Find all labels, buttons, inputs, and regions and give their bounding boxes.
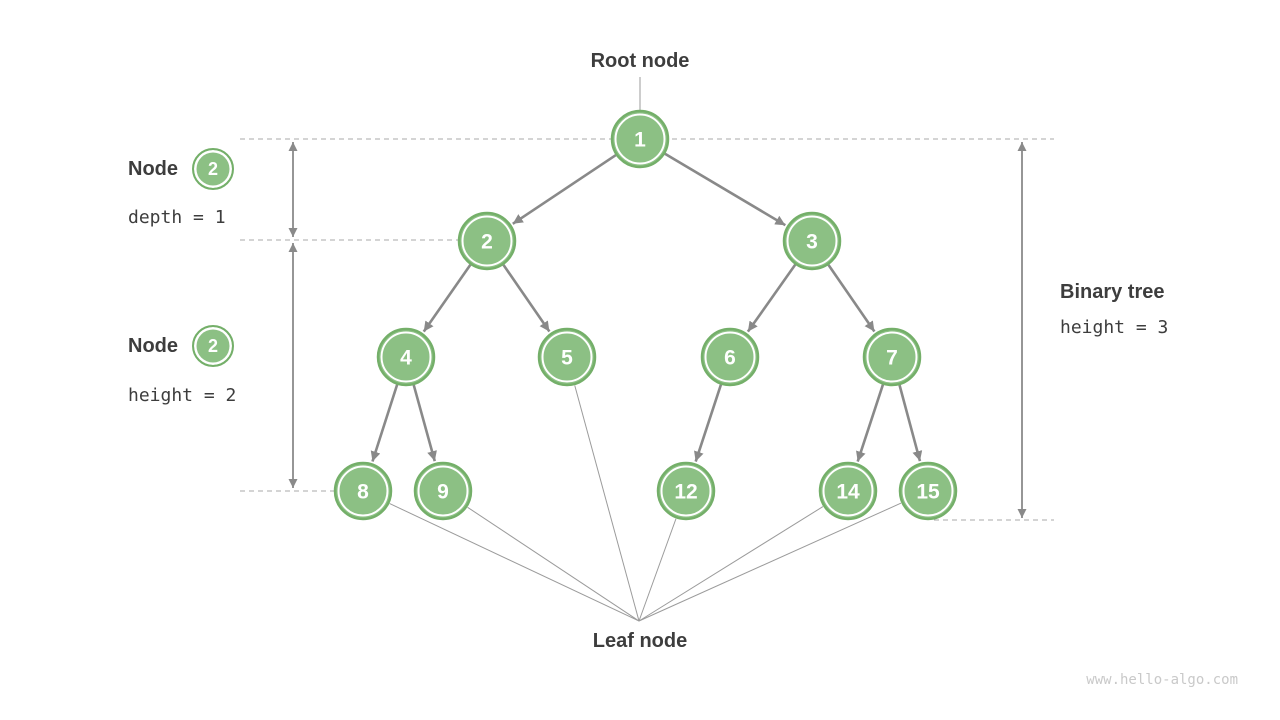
tree-node-value: 5 — [561, 347, 573, 370]
tree-edge — [746, 263, 797, 333]
leaf-fan-line — [574, 385, 640, 622]
tree-node-value: 8 — [357, 481, 369, 504]
tree-node-ring — [614, 113, 666, 165]
leaf-fan-line — [638, 506, 824, 622]
tree-node-ring — [704, 331, 756, 383]
tree-node-circle — [898, 461, 958, 521]
tree-node-circle — [656, 461, 716, 521]
tree-node-circle — [413, 461, 473, 521]
tree-node-ring — [822, 465, 874, 517]
tree-node-9: 9 — [413, 461, 473, 521]
tree-edge — [412, 384, 437, 462]
tree-node-ring — [417, 465, 469, 517]
tree-edge — [827, 264, 876, 333]
tree-edge — [694, 384, 723, 462]
leaf-fan-lines — [389, 385, 902, 622]
tree-node-value: 4 — [400, 347, 412, 370]
tree-node-circle — [782, 211, 842, 271]
tree-node-ring — [461, 215, 513, 267]
leaf-fan-line — [389, 503, 640, 622]
tree-node-ring — [337, 465, 389, 517]
tree-node-15: 15 — [898, 461, 958, 521]
tree-node-ring — [786, 215, 838, 267]
tree-node-value: 7 — [886, 347, 898, 370]
tree-node-5: 5 — [537, 327, 597, 387]
tree-node-circle — [376, 327, 436, 387]
node-depth-badge: 2 — [192, 148, 234, 190]
tree-node-circle — [333, 461, 393, 521]
tree-edge — [664, 152, 786, 227]
root-node-label: Root node — [590, 50, 690, 72]
node-height-title: Node — [128, 334, 178, 357]
tree-node-2: 2 — [457, 211, 517, 271]
tree-node-ring — [902, 465, 954, 517]
tree-edge — [512, 154, 617, 225]
leaf-fan-line — [638, 518, 677, 622]
leaf-node-label: Leaf node — [592, 630, 688, 652]
tree-node-ring — [541, 331, 593, 383]
tree-node-8: 8 — [333, 461, 393, 521]
tree-node-value: 12 — [674, 481, 697, 504]
tree-edge — [370, 384, 399, 462]
measure-arrows — [288, 142, 1027, 518]
binary-tree-title: Binary tree — [1060, 281, 1165, 303]
leaf-fan-line — [467, 506, 640, 622]
tree-edge — [422, 264, 472, 333]
tree-node-3: 3 — [782, 211, 842, 271]
tree-node-4: 4 — [376, 327, 436, 387]
tree-node-circle — [700, 327, 760, 387]
tree-node-circle — [537, 327, 597, 387]
node-height-annotation: Node 2 — [128, 325, 234, 367]
node-depth-title: Node — [128, 157, 178, 180]
node-height-formula: height = 2 — [128, 385, 237, 406]
tree-node-circle — [818, 461, 878, 521]
tree-node-ring — [866, 331, 918, 383]
tree-node-circle — [862, 327, 922, 387]
binary-tree-formula: height = 3 — [1060, 317, 1169, 338]
watermark: www.hello-algo.com — [1086, 672, 1238, 688]
tree-node-6: 6 — [700, 327, 760, 387]
tree-edge — [898, 384, 923, 462]
tree-node-value: 15 — [916, 481, 940, 504]
node-depth-formula: depth = 1 — [128, 207, 226, 228]
tree-node-circle — [610, 109, 670, 169]
tree-edges — [370, 152, 923, 462]
tree-node-14: 14 — [818, 461, 878, 521]
tree-node-1: 1 — [610, 109, 670, 169]
tree-node-value: 1 — [634, 129, 646, 152]
tree-node-value: 14 — [836, 481, 860, 504]
tree-node-value: 2 — [481, 231, 493, 254]
tree-edge — [856, 384, 885, 462]
node-depth-annotation: Node 2 — [128, 148, 234, 190]
tree-node-ring — [380, 331, 432, 383]
leaf-fan-line — [638, 502, 902, 622]
tree-node-value: 3 — [806, 231, 818, 254]
tree-node-ring — [660, 465, 712, 517]
tree-edge — [502, 264, 551, 333]
node-height-badge: 2 — [192, 325, 234, 367]
tree-node-value: 9 — [437, 481, 449, 504]
tree-node-12: 12 — [656, 461, 716, 521]
tree-node-circle — [457, 211, 517, 271]
tree-node-value: 6 — [724, 347, 736, 370]
tree-node-7: 7 — [862, 327, 922, 387]
